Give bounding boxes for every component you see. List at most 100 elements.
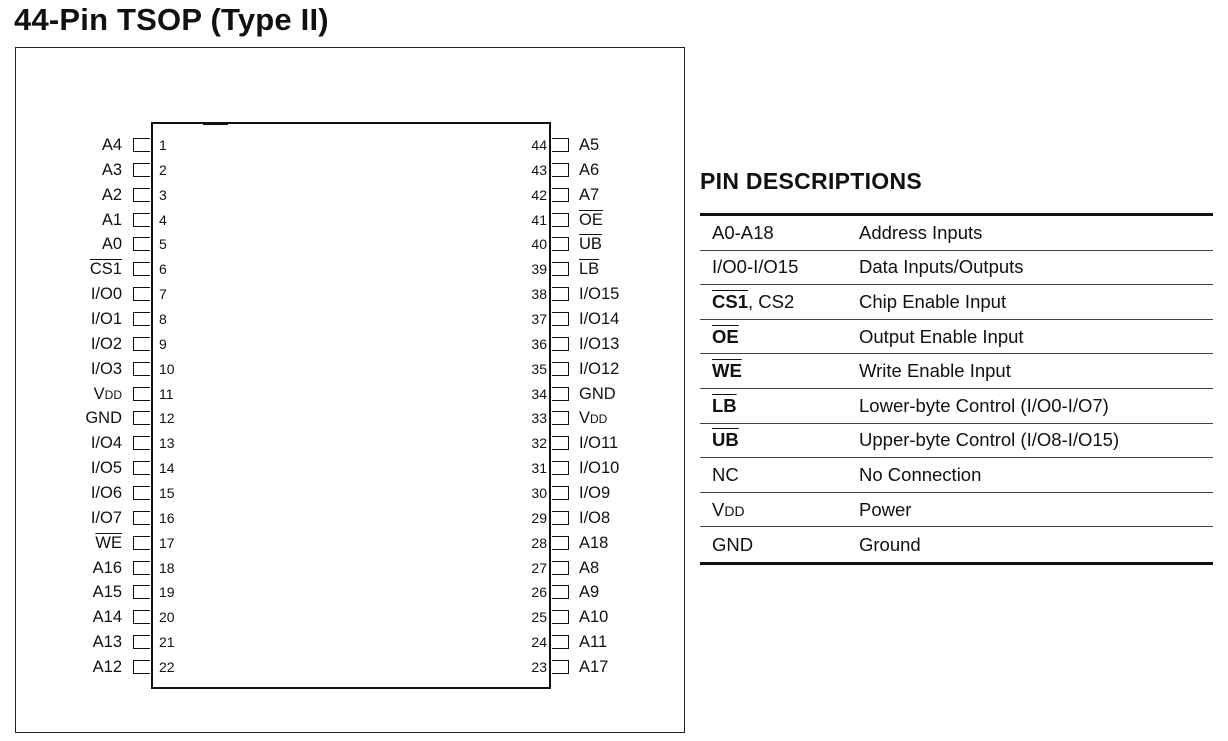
pin-21-name: A13 [92,633,122,652]
pin-16-lead [133,510,150,525]
pin-12-name: GND [85,409,122,428]
pin-4-name: A1 [101,210,122,229]
pin-9-lead [133,336,150,351]
pin-31-number: 31 [531,460,547,477]
pin-19-number: 19 [159,584,175,601]
pin-12-lead [133,411,150,426]
pin-description-row: NC No Connection [700,458,1213,493]
pin-20-number: 20 [159,609,175,626]
pin-36-number: 36 [531,335,547,352]
pin-20-name: A14 [92,608,122,627]
pin-33-name: VDD [579,409,608,428]
chip-body [151,122,551,689]
pin-30-number: 30 [531,485,547,502]
pin-32-lead [552,436,569,451]
pin-23-name: A17 [579,658,609,677]
pin-description-text: Power [859,498,912,520]
pin-14-lead [133,461,150,476]
pin-4-lead [133,212,150,227]
pin-1-name: A4 [101,136,122,154]
pin-description-text: Data Inputs/Outputs [859,256,1024,278]
pin-40-name: UB [579,235,602,254]
pin-3-name: A2 [101,185,122,204]
pin-24-lead [552,635,569,650]
pin-28-name: A18 [579,533,609,552]
pin-22-name: A12 [92,658,122,677]
pin-7-number: 7 [159,286,167,303]
pin-10-lead [133,361,150,376]
pin-35-lead [552,361,569,376]
pin-30-lead [552,486,569,501]
pin-3-lead [133,187,150,202]
pin-2-lead [133,162,150,177]
pin-5-lead [133,237,150,252]
pin-2-name: A3 [101,160,122,179]
pin-description-text: Upper-byte Control (I/O8-I/O15) [859,429,1120,451]
pin-41-name: OE [579,210,603,229]
pin-6-lead [133,262,150,277]
pin-description-symbol: VDD [712,498,745,520]
pin-21-lead [133,635,150,650]
pin-18-number: 18 [159,559,175,576]
pin-23-lead [552,660,569,675]
pin-35-name: I/O12 [579,359,620,378]
pin-11-lead [133,386,150,401]
pin-description-symbol: A0-A18 [712,221,774,243]
pin-17-name: WE [95,533,122,552]
pin-description-text: Ground [859,533,921,555]
pin-11-name: VDD [93,384,122,403]
pin-43-lead [552,162,569,177]
pin-13-number: 13 [159,435,175,452]
pin-16-number: 16 [159,509,175,526]
pin-25-name: A10 [579,608,609,627]
pin-description-symbol: WE [712,360,742,382]
pin-description-row: VDD Power [700,493,1213,528]
pin-20-lead [133,610,150,625]
pin-38-number: 38 [531,286,547,303]
pin-26-number: 26 [531,584,547,601]
pin-7-lead [133,287,150,302]
pin-description-symbol: OE [712,325,739,347]
pin-10-number: 10 [159,360,175,377]
pin-19-name: A15 [92,583,122,602]
pin-39-number: 39 [531,261,547,278]
page-title: 44-Pin TSOP (Type II) [14,2,329,37]
chip-notch [203,122,228,125]
pin-24-number: 24 [531,634,547,651]
pin-34-name: GND [579,384,616,403]
pin-15-lead [133,486,150,501]
pin-43-number: 43 [531,161,547,178]
pin-6-number: 6 [159,261,167,278]
pin-15-number: 15 [159,485,175,502]
pin-5-name: A0 [101,235,122,254]
pin-28-lead [552,535,569,550]
pin-13-name: I/O4 [90,434,122,453]
pin-5-number: 5 [159,236,167,253]
pin-9-number: 9 [159,335,167,352]
pin-40-lead [552,237,569,252]
pin-description-text: No Connection [859,463,982,485]
pin-34-lead [552,386,569,401]
pin-33-number: 33 [531,410,547,427]
pin-21-number: 21 [159,634,175,651]
pin-13-lead [133,436,150,451]
pin-1-lead [133,138,150,152]
pin-31-lead [552,461,569,476]
pin-11-number: 11 [159,385,174,402]
pin-16-name: I/O7 [90,508,122,527]
pin-38-lead [552,287,569,302]
pin-27-name: A8 [579,558,600,577]
pin-description-symbol: NC [712,463,739,485]
pin-14-name: I/O5 [90,459,122,478]
pin-44-number: 44 [531,137,547,153]
pin-18-lead [133,560,150,575]
pin-39-name: LB [579,260,600,279]
pin-18-name: A16 [92,558,122,577]
pin-7-name: I/O0 [90,285,122,304]
pin-26-name: A9 [579,583,600,602]
